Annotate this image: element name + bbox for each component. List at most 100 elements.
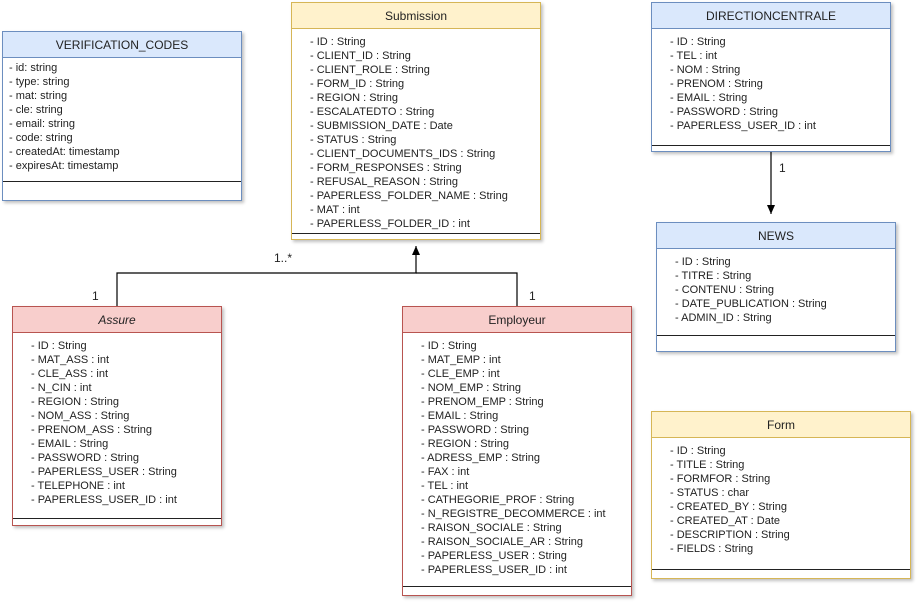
attribute-row: - CLIENT_DOCUMENTS_IDS : String bbox=[310, 148, 496, 160]
attribute-list: - ID : String - CLIENT_ID : String - CLIEN… bbox=[292, 29, 540, 235]
attribute-row: - CLIENT_ID : String bbox=[310, 50, 411, 62]
attribute-row: - ID : String bbox=[31, 340, 87, 352]
attribute-row: - NOM : String bbox=[670, 64, 741, 76]
class-divider bbox=[657, 335, 895, 336]
attribute-row: - ADRESS_EMP : String bbox=[421, 452, 541, 464]
attribute-row: - REGION : String bbox=[310, 92, 399, 104]
attribute-row: - ID : String bbox=[310, 36, 366, 48]
class-assure[interactable]: Assure - ID : String- MAT_ASS : int- CLE… bbox=[12, 306, 222, 526]
attribute-row: - TITRE : String bbox=[675, 270, 752, 282]
attribute-row: - REGION : String bbox=[421, 438, 510, 450]
attribute-row: - CLIENT_ROLE : String bbox=[310, 64, 430, 76]
attribute-row: - RAISON_SOCIALE : String bbox=[421, 522, 562, 534]
attribute-row: - PASSWORD : String bbox=[421, 424, 529, 436]
attribute-row: - CLE_EMP : int bbox=[421, 368, 500, 380]
class-verification-codes[interactable]: VERIFICATION_CODES - id: string - type: s… bbox=[2, 31, 242, 201]
attribute-row: - STATUS : String bbox=[310, 134, 397, 146]
attribute-row: - MAT_EMP : int bbox=[421, 354, 501, 366]
attribute-row: - FAX : int bbox=[421, 466, 470, 478]
attribute-row: - createdAt: timestamp bbox=[9, 146, 120, 158]
class-divider bbox=[292, 233, 540, 234]
attribute-list: - ID : String - TEL : int - NOM : String - … bbox=[652, 29, 890, 137]
attribute-row: - PRENOM_EMP : String bbox=[421, 396, 544, 408]
class-divider bbox=[652, 569, 910, 570]
attribute-row: - EMAIL : String bbox=[421, 410, 499, 422]
class-divider bbox=[652, 145, 890, 146]
attribute-row: - FIELDS : String bbox=[670, 543, 754, 555]
multiplicity-news: 1 bbox=[779, 161, 786, 175]
attribute-row: - ADMIN_ID : String bbox=[675, 312, 772, 324]
class-news[interactable]: NEWS - ID : String - TITRE : String - CONT… bbox=[656, 222, 896, 352]
class-employeur[interactable]: Employeur - ID : String- MAT_EMP : int- … bbox=[402, 306, 632, 596]
attribute-row: - ID : String bbox=[675, 256, 731, 268]
attribute-row: - REFUSAL_REASON : String bbox=[310, 176, 458, 188]
attribute-row: - CONTENU : String bbox=[675, 284, 775, 296]
attribute-row: - NOM_EMP : String bbox=[421, 382, 522, 394]
attribute-row: - PAPERLESS_USER : String bbox=[31, 466, 177, 478]
attribute-row: - EMAIL : String bbox=[670, 92, 748, 104]
attribute-row: - MAT_ASS : int bbox=[31, 354, 110, 366]
class-submission[interactable]: Submission - ID : String- CLIENT_ID : St… bbox=[291, 2, 541, 240]
class-divider bbox=[3, 181, 241, 182]
attribute-list: - id: string - type: string - mat: string -… bbox=[3, 58, 241, 177]
attribute-row: - code: string bbox=[9, 132, 73, 144]
attribute-row: - N_REGISTRE_DECOMMERCE : int bbox=[421, 508, 606, 520]
attribute-row: - FORM_ID : String bbox=[310, 78, 405, 90]
class-divider bbox=[13, 518, 221, 519]
attribute-row: - REGION : String bbox=[31, 396, 120, 408]
attribute-row: - id: string bbox=[9, 62, 58, 74]
attribute-row: - DESCRIPTION : String bbox=[670, 529, 790, 541]
attribute-row: - MAT : int bbox=[310, 204, 360, 216]
attribute-row: - ID : String bbox=[670, 445, 726, 457]
attribute-row: - PAPERLESS_FOLDER_ID : int bbox=[310, 218, 470, 230]
attribute-row: - PAPERLESS_USER_ID : int bbox=[31, 494, 177, 506]
attribute-row: - PRENOM_ASS : String bbox=[31, 424, 153, 436]
attribute-row: - ESCALATEDTO : String bbox=[310, 106, 435, 118]
attribute-row: - type: string bbox=[9, 76, 70, 88]
multiplicity-submission: 1..* bbox=[274, 251, 293, 265]
multiplicity-employeur: 1 bbox=[529, 289, 536, 303]
attribute-row: - email: string bbox=[9, 118, 76, 130]
attribute-row: - CREATED_AT : Date bbox=[670, 515, 781, 527]
attribute-row: - PRENOM : String bbox=[670, 78, 763, 90]
multiplicity-assure: 1 bbox=[92, 289, 99, 303]
class-title: NEWS bbox=[657, 223, 895, 249]
class-title: Form bbox=[652, 412, 910, 438]
class-divider bbox=[403, 586, 631, 587]
attribute-row: - PAPERLESS_USER_ID : int bbox=[670, 120, 816, 132]
attribute-row: - FORMFOR : String bbox=[670, 473, 771, 485]
attribute-row: - PASSWORD : String bbox=[31, 452, 139, 464]
class-directioncentrale[interactable]: DIRECTIONCENTRALE - ID : String- TEL : i… bbox=[651, 2, 891, 152]
attribute-row: - SUBMISSION_DATE : Date bbox=[310, 120, 453, 132]
attribute-row: - mat: string bbox=[9, 90, 68, 102]
attribute-row: - ID : String bbox=[421, 340, 477, 352]
attribute-list: - ID : String - TITRE : String - CONTENU :… bbox=[657, 249, 895, 329]
class-title: VERIFICATION_CODES bbox=[3, 32, 241, 58]
attribute-list: - ID : String - MAT_EMP : int - CLE_EMP : … bbox=[403, 333, 631, 581]
attribute-row: - FORM_RESPONSES : String bbox=[310, 162, 462, 174]
class-form[interactable]: Form - ID : String - TITLE : String - FORM… bbox=[651, 411, 911, 579]
attribute-row: - TITLE : String bbox=[670, 459, 745, 471]
attribute-row: - N_CIN : int bbox=[31, 382, 92, 394]
attribute-row: - PAPERLESS_USER : String bbox=[421, 550, 567, 562]
attribute-row: - RAISON_SOCIALE_AR : String bbox=[421, 536, 583, 548]
assure-submission-link bbox=[116, 246, 420, 306]
attribute-row: - expiresAt: timestamp bbox=[9, 160, 119, 172]
attribute-row: - STATUS : char bbox=[670, 487, 750, 499]
attribute-row: - ID : String bbox=[670, 36, 726, 48]
attribute-row: - cle: string bbox=[9, 104, 63, 116]
attribute-row: - TELEPHONE : int bbox=[31, 480, 125, 492]
attribute-row: - EMAIL : String bbox=[31, 438, 109, 450]
attribute-row: - PAPERLESS_USER_ID : int bbox=[421, 564, 567, 576]
attribute-row: - TEL : int bbox=[421, 480, 469, 492]
attribute-list: - ID : String - TITLE : String - FORMFOR :… bbox=[652, 438, 910, 560]
attribute-row: - PAPERLESS_FOLDER_NAME : String bbox=[310, 190, 508, 202]
class-title: Employeur bbox=[403, 307, 631, 333]
attribute-row: - CATHEGORIE_PROF : String bbox=[421, 494, 575, 506]
class-title: Assure bbox=[13, 307, 221, 333]
attribute-list: - ID : String- MAT_ASS : int- CLE_ASS : … bbox=[13, 333, 221, 511]
attribute-row: - CREATED_BY : String bbox=[670, 501, 787, 513]
attribute-row: - NOM_ASS : String bbox=[31, 410, 130, 422]
attribute-row: - TEL : int bbox=[670, 50, 718, 62]
